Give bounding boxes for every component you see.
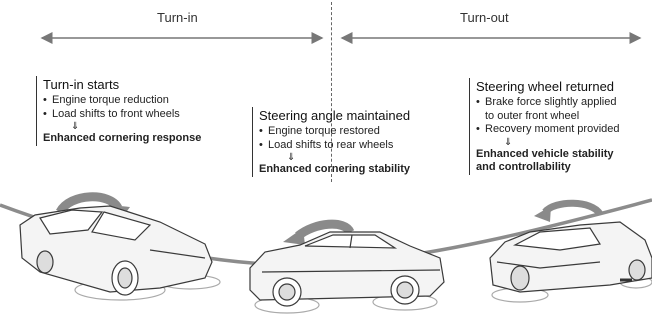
block-title: Turn-in starts	[43, 77, 120, 92]
phase-label-turn-out: Turn-out	[460, 10, 509, 25]
down-arrow-icon: ⇓	[71, 121, 80, 132]
list-item: Engine torque reduction	[43, 94, 258, 108]
block-title: Steering angle maintained	[259, 108, 411, 123]
car-illustration-left	[19, 205, 221, 301]
block-wheel-returned: Steering wheel returned Brake force slig…	[469, 78, 652, 175]
list-item-line: Brake force slightly applied	[485, 96, 617, 108]
list-item: Load shifts to front wheels	[43, 108, 258, 122]
down-arrow-icon: ⇓	[504, 136, 513, 148]
rotation-arrow-icon-right	[534, 199, 604, 222]
rotation-arrow-icon-center	[283, 219, 355, 245]
phase-divider	[331, 2, 332, 182]
result-text: and controllability	[476, 161, 571, 173]
result-text: Enhanced cornering response	[43, 132, 202, 144]
result-text: Enhanced cornering stability	[259, 163, 410, 175]
block-steering-maintained: Steering angle maintained Engine torque …	[252, 107, 469, 177]
list-item: Recovery moment provided	[476, 123, 652, 137]
down-arrow-icon: ⇓	[287, 152, 296, 163]
result-text: Enhanced vehicle stability	[476, 147, 614, 160]
phase-label-turn-in: Turn-in	[157, 10, 198, 25]
car-illustration-center	[249, 231, 445, 314]
list-item: Engine torque restored	[259, 125, 469, 139]
block-title: Steering wheel returned	[476, 79, 615, 94]
car-illustration-right	[489, 221, 652, 303]
list-item: Load shifts to rear wheels	[259, 139, 469, 153]
list-item-line: to outer front wheel	[485, 109, 580, 122]
block-turn-in-starts: Turn-in starts Engine torque reduction L…	[36, 76, 258, 146]
